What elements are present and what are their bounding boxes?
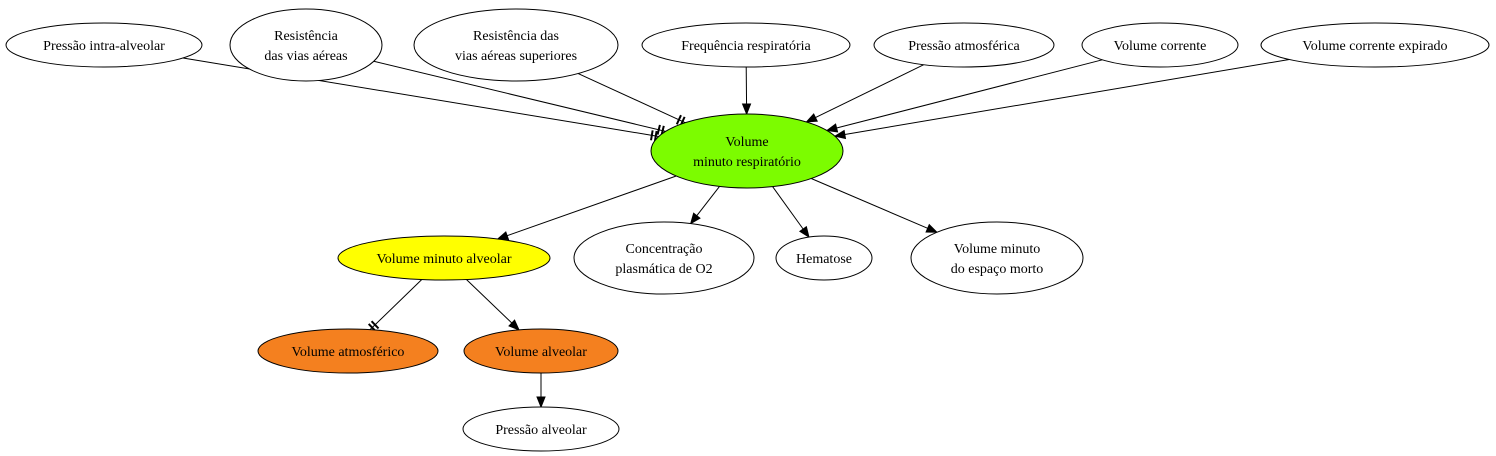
edge-vol-corrente-to-vol-min-resp: [825, 59, 1103, 133]
edge-vol-corr-exp-to-vol-min-resp: [833, 58, 1290, 140]
node-vol-alv: Volume alveolar: [463, 328, 619, 374]
node-resist-sup: Resistência das vias aéreas superiores: [413, 8, 619, 82]
node-label: Volume corrente: [1114, 39, 1207, 54]
node-ellipse: [413, 8, 619, 82]
node-ellipse: [257, 328, 439, 374]
edge-line: [466, 279, 513, 324]
arrowhead-icon: [689, 212, 701, 225]
edge-pressao-atm-to-vol-min-resp: [805, 64, 924, 123]
edge-line: [815, 64, 924, 119]
edge-line: [506, 175, 677, 237]
node-ellipse: [641, 22, 851, 68]
arrowhead-icon: [496, 231, 510, 241]
edge-line: [811, 178, 928, 229]
node-ellipse: [650, 113, 844, 189]
edge-line: [369, 279, 423, 331]
tee-head-icon: [675, 114, 682, 125]
tee-head-icon: [656, 124, 661, 135]
node-label: plasmática de O2: [615, 262, 712, 277]
edge-vol-min-alv-to-vol-atm: [367, 279, 423, 332]
node-label: do espaço morto: [951, 262, 1044, 277]
edge-vol-min-resp-to-vol-min-alv: [496, 175, 677, 241]
node-ellipse: [1260, 22, 1490, 68]
node-label: Pressão alveolar: [495, 423, 587, 438]
node-ellipse: [463, 328, 619, 374]
node-vol-corr-exp: Volume corrente expirado: [1260, 22, 1490, 68]
node-conc-o2: Concentração plasmática de O2: [573, 221, 755, 295]
node-label: Volume minuto: [954, 242, 1040, 257]
node-hematose: Hematose: [775, 235, 873, 281]
arrowhead-icon: [536, 396, 546, 409]
tee-head-icon: [650, 130, 654, 141]
node-label: Volume atmosférico: [292, 345, 405, 360]
node-pressao-intra: Pressão intra-alveolar: [5, 22, 203, 68]
arrowhead-icon: [925, 223, 939, 233]
edge-freq-resp-to-vol-min-resp: [741, 66, 752, 116]
edge-vol-min-resp-to-hematose: [772, 186, 810, 239]
node-label: Resistência das: [473, 29, 559, 44]
node-label: Pressão intra-alveolar: [43, 39, 165, 54]
tee-head-icon: [370, 320, 380, 330]
node-label: Pressão atmosférica: [908, 39, 1020, 54]
edge-line: [696, 186, 720, 217]
edge-line: [577, 73, 686, 124]
arrowhead-icon: [833, 129, 847, 140]
node-ellipse: [229, 8, 383, 82]
edge-vol-alv-to-pressao-alv: [536, 373, 546, 409]
node-label: Hematose: [796, 252, 852, 267]
node-ellipse: [5, 22, 203, 68]
node-label: Frequência respiratória: [681, 39, 811, 54]
node-vol-min-alv: Volume minuto alveolar: [337, 235, 551, 281]
node-ellipse: [337, 235, 551, 281]
node-label: das vias aéreas: [264, 49, 347, 64]
edge-line: [772, 186, 804, 230]
arrowhead-icon: [798, 225, 810, 239]
node-label: vias aéreas superiores: [455, 49, 577, 64]
node-pressao-atm: Pressão atmosférica: [873, 22, 1055, 68]
node-label: Volume corrente expirado: [1302, 39, 1447, 54]
node-label: Volume: [725, 135, 768, 150]
node-ellipse: [910, 221, 1084, 295]
node-ellipse: [573, 221, 755, 295]
node-vol-corrente: Volume corrente: [1081, 22, 1239, 68]
nodes-layer: Pressão intra-alveolar Resistência das via…: [5, 8, 1490, 452]
arrowhead-icon: [825, 123, 839, 133]
arrowhead-icon: [805, 113, 818, 123]
edge-line: [373, 60, 666, 132]
node-freq-resp: Frequência respiratória: [641, 22, 851, 68]
node-label: Resistência: [274, 29, 339, 44]
node-ellipse: [775, 235, 873, 281]
node-vol-atm: Volume atmosférico: [257, 328, 439, 374]
node-ellipse: [462, 406, 620, 452]
edge-resist-sup-to-vol-min-resp: [577, 73, 686, 127]
node-ellipse: [1081, 22, 1239, 68]
node-ellipse: [873, 22, 1055, 68]
edges-layer: [182, 57, 1290, 409]
node-vol-min-resp: Volume minuto respiratório: [650, 113, 844, 189]
node-label: Volume alveolar: [495, 345, 587, 360]
node-vol-esp-morto: Volume minuto do espaço morto: [910, 221, 1084, 295]
node-pressao-alv: Pressão alveolar: [462, 406, 620, 452]
edge-vol-min-alv-to-vol-alv: [466, 279, 520, 331]
edge-vol-min-resp-to-vol-esp-morto: [811, 178, 939, 233]
node-label: Concentração: [626, 242, 703, 257]
edge-line: [844, 58, 1290, 135]
arrowhead-icon: [508, 319, 520, 331]
node-label: minuto respiratório: [693, 155, 801, 170]
node-label: Volume minuto alveolar: [376, 252, 511, 267]
edge-vol-min-resp-to-conc-o2: [689, 186, 720, 225]
edge-line: [836, 59, 1103, 129]
arrowhead-icon: [741, 103, 752, 116]
node-resist-vias: Resistência das vias aéreas: [229, 8, 383, 82]
